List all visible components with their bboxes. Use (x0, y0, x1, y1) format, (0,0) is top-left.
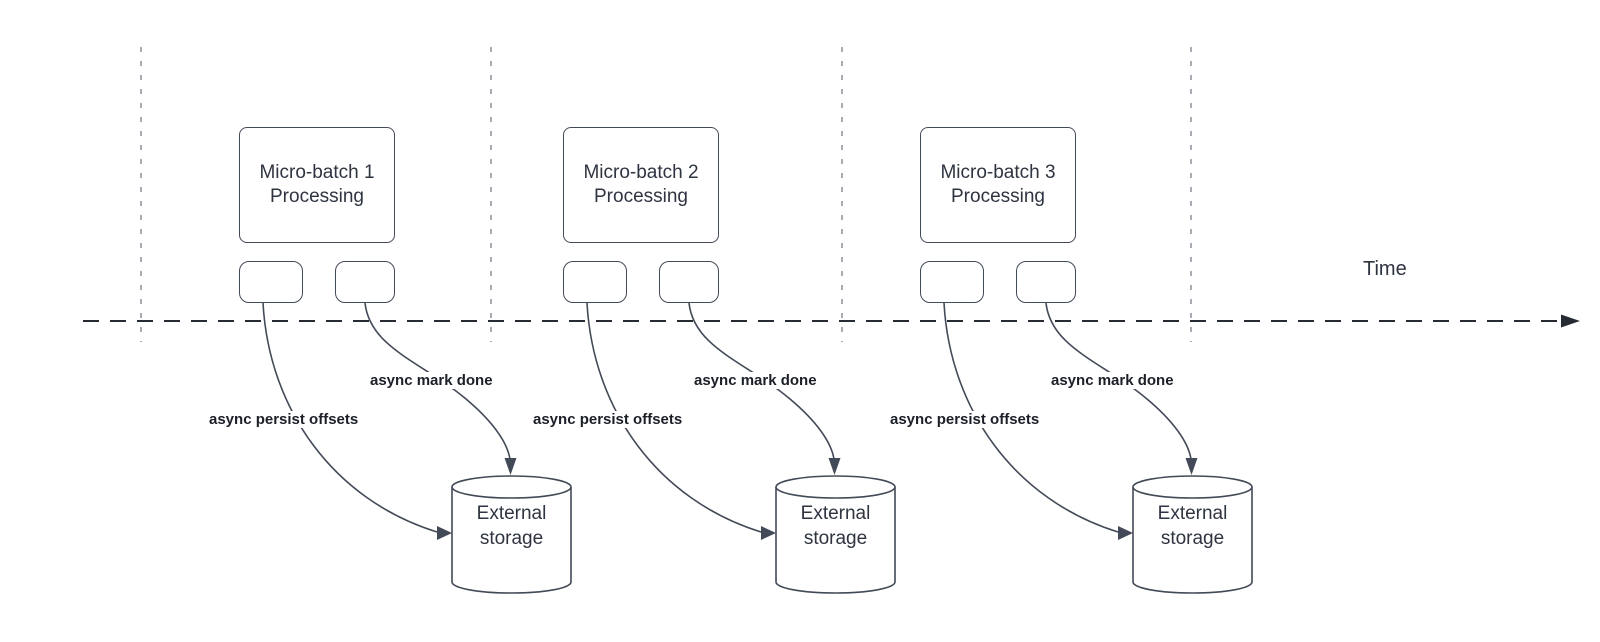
external-storage-line1: External (1157, 503, 1228, 524)
mark-done-arrow (1045, 302, 1192, 460)
external-storage-line1: External (476, 503, 547, 524)
persist-offsets-arrowhead-icon (761, 526, 776, 540)
mark-done-arrowhead-icon (1185, 458, 1198, 475)
micro-batch-3-title-line2: Processing (951, 186, 1045, 207)
batch-3-graphics (943, 302, 1253, 594)
storage-cylinder-top (775, 475, 896, 499)
storage-cylinder-top (1132, 475, 1253, 499)
batch-2-persist-offsets-task-box (563, 261, 627, 303)
external-storage-line2: storage (479, 528, 544, 549)
batch-1-mark-done-task-box (335, 261, 395, 303)
persist-offsets-arrowhead-icon (1118, 526, 1133, 540)
persist-offsets-arrow (943, 302, 1119, 533)
batch-3-mark-done-task-box (1016, 261, 1076, 303)
batch-2-external-storage-label: External storage (776, 501, 895, 551)
mark-done-arrowhead-icon (504, 458, 517, 475)
batch-1-mark-done-label: async mark done (367, 372, 496, 389)
batch-3-persist-offsets-task-box (920, 261, 984, 303)
batch-3-external-storage-label: External storage (1133, 501, 1252, 551)
micro-batch-1-processing-box: Micro-batch 1 Processing (239, 127, 395, 243)
batch-3-persist-offsets-label: async persist offsets (887, 411, 1043, 428)
external-storage-line2: storage (1160, 528, 1225, 549)
batch-1-external-storage-label: External storage (452, 501, 571, 551)
mark-done-arrow (364, 302, 511, 460)
micro-batch-1-title-line2: Processing (270, 186, 364, 207)
persist-offsets-arrow (262, 302, 438, 533)
persist-offsets-arrow (586, 302, 762, 533)
batch-3-mark-done-label: async mark done (1048, 372, 1177, 389)
storage-cylinder-top (451, 475, 572, 499)
storage-cylinder-body (775, 487, 896, 594)
batch-1-persist-offsets-label: async persist offsets (206, 411, 362, 428)
mark-done-arrowhead-icon (828, 458, 841, 475)
batch-2-graphics (586, 302, 896, 594)
batch-2-mark-done-label: async mark done (691, 372, 820, 389)
persist-offsets-arrowhead-icon (437, 526, 452, 540)
time-axis-label: Time (1363, 258, 1407, 280)
micro-batch-1-title-line1: Micro-batch 1 (259, 162, 375, 183)
external-storage-line1: External (800, 503, 871, 524)
batch-1-persist-offsets-task-box (239, 261, 303, 303)
micro-batch-2-title-line1: Micro-batch 2 (583, 162, 699, 183)
micro-batch-2-title-line2: Processing (594, 186, 688, 207)
mark-done-arrow (688, 302, 835, 460)
batch-2-mark-done-task-box (659, 261, 719, 303)
batch-2-persist-offsets-label: async persist offsets (530, 411, 686, 428)
batch-1-graphics (262, 302, 572, 594)
storage-cylinder-body (451, 487, 572, 594)
micro-batch-3-title-line1: Micro-batch 3 (940, 162, 1056, 183)
micro-batch-3-processing-box: Micro-batch 3 Processing (920, 127, 1076, 243)
time-axis-arrowhead-icon (1561, 314, 1580, 328)
micro-batch-2-processing-box: Micro-batch 2 Processing (563, 127, 719, 243)
external-storage-line2: storage (803, 528, 868, 549)
storage-cylinder-body (1132, 487, 1253, 594)
